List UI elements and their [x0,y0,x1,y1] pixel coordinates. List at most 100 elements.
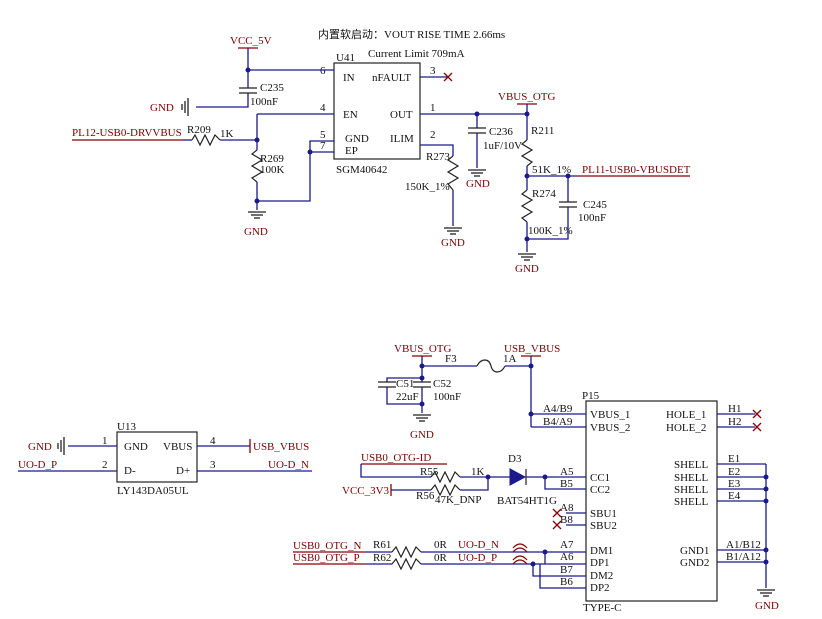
u41-pin-out: OUT [390,109,413,121]
u41-ref: U41 [336,52,355,64]
junction [763,547,769,553]
f3-fuse [476,359,506,373]
f3-value: 1A [503,353,517,365]
u13-pin2-num: 2 [102,459,108,471]
u13-pin3-num: 3 [210,459,216,471]
otg-id-net: USB0_OTG-ID [361,452,431,464]
c51-ref: C51 [396,378,414,390]
u13-pin-dm: D- [124,465,136,477]
p15-body [585,400,718,602]
junction [528,411,534,417]
p15-pin-cc2: CC2 [590,484,610,496]
r273-ref: R273 [426,151,450,163]
junction [307,149,313,155]
d3-ref: D3 [508,453,522,465]
r56-value: 47K_DNP [435,494,481,506]
u41-pin-nfault: nFAULT [372,72,411,84]
c51-value: 22uF [396,391,419,403]
p15-pinnum: A6 [560,551,574,563]
p15-pin-sbu2: SBU2 [590,520,617,532]
gnd-label: GND [755,600,779,612]
r273-body [446,155,460,191]
gnd-symbol [517,253,537,261]
p15-part: TYPE-C [583,602,622,614]
gnd-symbol [756,589,776,597]
usb-vbus-label: USB_VBUS [504,343,560,355]
u13-pin1-num: 1 [102,435,108,447]
no-connect-icon [443,72,453,82]
p15-pinnum: A1/B12 [726,539,761,551]
r61-ref: R61 [373,539,391,551]
u13-body [116,431,198,483]
p15-pinnum: E2 [728,466,740,478]
p15-pin-dp2: DP2 [590,582,610,594]
r269-value: 100K [260,164,285,176]
r211-ref: R211 [531,125,554,137]
u41-pin-in: IN [343,72,355,84]
wire [544,477,586,490]
otg-n-net: USB0_OTG_N [293,540,362,552]
p15-pin-hole1: HOLE_1 [666,409,706,421]
p15-pinnum: H1 [728,403,741,415]
vcc3v3-net: VCC_3V3 [342,485,390,497]
c245-value: 100nF [578,212,606,224]
gnd-symbol [57,436,65,456]
p15-pin-shell: SHELL [674,459,709,471]
gnd-symbol [412,414,432,422]
u13-pin4-num: 4 [210,435,216,447]
u41-pin3-num: 3 [430,65,436,77]
u41-pin-gnd: GND [345,133,369,145]
f3-ref: F3 [445,353,457,365]
wire [196,93,249,108]
p15-pinnum: B6 [560,576,573,588]
r209-body [191,133,221,147]
u13-part: LY143DA05UL [117,485,189,497]
otg-p-net: USB0_OTG_P [293,552,360,564]
p15-pin-dp1: DP1 [590,557,610,569]
u41-body [333,62,421,160]
c52-value: 100nF [433,391,461,403]
r209-ref: R209 [187,124,211,136]
d3-diode-icon [509,468,527,486]
c235-value: 100nF [250,96,278,108]
junction [524,173,530,179]
p15-pin-shell: SHELL [674,472,709,484]
r274-body [520,189,534,223]
r274-ref: R274 [532,188,556,200]
diff-pair-icon [512,543,528,565]
u41-pin2-num: 2 [430,129,436,141]
wire-gnd [257,140,334,202]
uo-dp-net: UO-D_P [458,552,497,564]
p15-pinnum: B8 [560,514,573,526]
p15-pinnum: A8 [560,502,574,514]
u41-pin-en: EN [343,109,358,121]
wire [532,564,586,577]
no-connect-icon [752,409,762,432]
p15-pin-dm2: DM2 [590,570,613,582]
vbus-otg-label: VBUS_OTG [394,343,452,355]
p15-pinnum: B4/A9 [543,416,573,428]
junction [524,236,530,242]
p15-pinnum: E1 [728,453,740,465]
gnd-label: GND [150,102,174,114]
r269-ref: R269 [260,153,284,165]
u41-pin-ilim: ILIM [390,133,414,145]
junction [763,486,769,492]
p15-pin-dm1: DM1 [590,545,613,557]
gnd-label: GND [28,441,52,453]
r55-body [430,470,461,484]
u41-pin1-num: 1 [430,102,436,114]
junction [763,498,769,504]
p15-pin-sbu1: SBU1 [590,508,617,520]
u41-pin-ep: EP [345,145,358,157]
gnd-label: GND [515,263,539,275]
junction [763,559,769,565]
r274-value: 100K_1% [528,225,573,237]
junction [254,137,260,143]
r56-body [430,483,461,497]
p15-pinnum: B5 [560,478,573,490]
gnd-label: GND [410,429,434,441]
r62-ref: R62 [373,552,391,564]
usb-vbus-net: USB_VBUS [253,441,309,453]
